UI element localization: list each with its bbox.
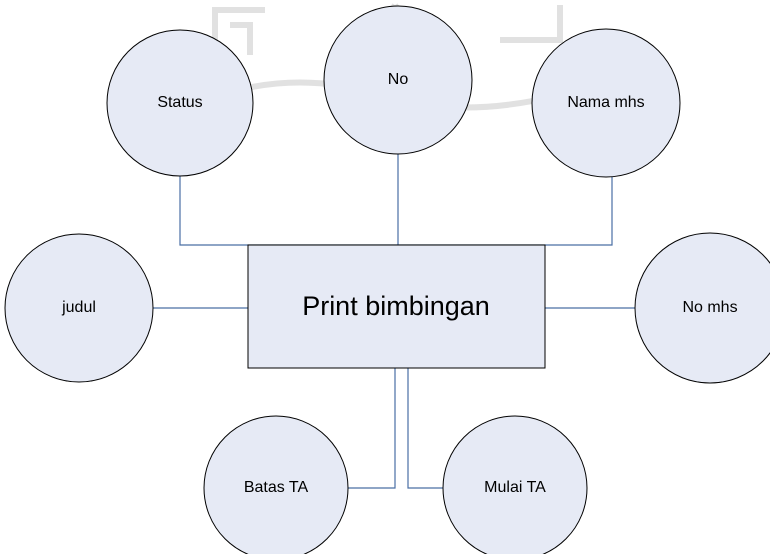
attribute-mulai-ta: Mulai TA (442, 415, 588, 554)
entity-print-bimbingan: Print bimbingan (247, 244, 546, 369)
attribute-no-mhs: No mhs (634, 232, 770, 384)
connector-batas-ta (345, 368, 396, 489)
attribute-status: Status (106, 29, 254, 177)
attribute-circle (4, 233, 154, 383)
attribute-label: Nama mhs (567, 94, 644, 111)
attribute-circle (323, 5, 473, 155)
attribute-label: No (388, 71, 409, 88)
attribute-judul: judul (4, 233, 154, 383)
attribute-batas-ta: Batas TA (203, 415, 349, 554)
attribute-label: Batas TA (244, 479, 309, 496)
attribute-label: Mulai TA (484, 479, 546, 496)
attribute-circle (531, 28, 681, 178)
entity-box (247, 244, 546, 369)
connector-mulai-ta (407, 368, 444, 489)
attribute-nama-mhs: Nama mhs (531, 28, 681, 178)
entity-label: Print bimbingan (302, 291, 490, 321)
connector-status (179, 156, 398, 246)
attribute-circle (203, 415, 349, 554)
attribute-circle (106, 29, 254, 177)
attribute-circle (634, 232, 770, 384)
attribute-label: judul (61, 299, 96, 316)
attribute-label: No mhs (682, 299, 737, 316)
attribute-circle (442, 415, 588, 554)
connectors (153, 154, 635, 489)
attribute-label: Status (157, 94, 202, 111)
attribute-no: No (323, 5, 473, 155)
